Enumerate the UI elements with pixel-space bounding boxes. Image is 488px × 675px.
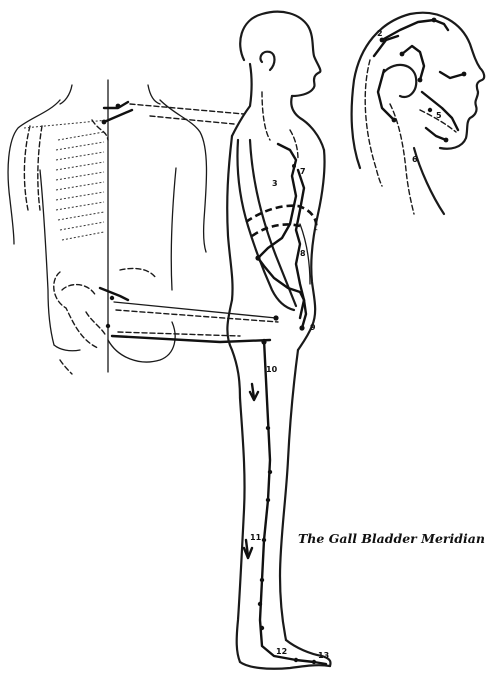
point-label-10: 10	[266, 365, 278, 374]
figure-caption: The Gall Bladder Meridian	[298, 531, 485, 546]
connector-lines	[112, 104, 278, 342]
point-label-12: 12	[276, 647, 287, 656]
point-label-11: 11	[250, 533, 262, 542]
back-meridian-path	[100, 102, 132, 328]
back-view-figure	[8, 80, 206, 374]
point-label-6: 6	[412, 155, 418, 164]
point-label-2: 2	[377, 29, 383, 38]
point-label-13: 13	[318, 651, 329, 660]
point-label-9: 9	[310, 323, 316, 332]
point-label-8: 8	[300, 249, 306, 258]
point-label-5: 5	[436, 111, 442, 120]
back-rib-hatching	[24, 120, 108, 240]
point-label-7: 7	[300, 167, 306, 176]
point-labels: 2 3 5 6 7 8 9 10 11 12 13	[250, 29, 442, 660]
side-meridian-path	[244, 144, 326, 664]
head-view-figure	[352, 13, 485, 214]
point-label-3: 3	[272, 179, 278, 188]
